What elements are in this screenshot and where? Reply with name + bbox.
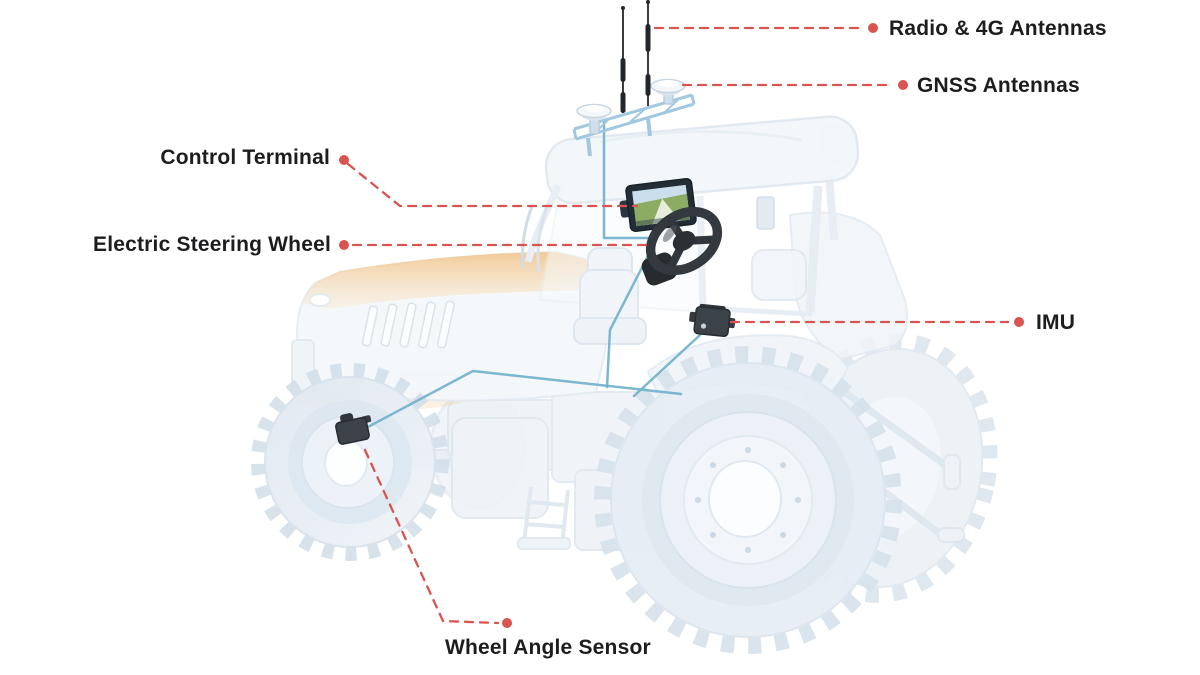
handrail-2 [536, 203, 550, 273]
rear-wheel [594, 346, 902, 654]
endpoint-dot [868, 23, 878, 33]
endpoint-dot [339, 240, 349, 250]
label-wheel-angle-sensor: Wheel Angle Sensor [445, 636, 651, 659]
leader-control-terminal [339, 155, 639, 208]
leader-imu [729, 317, 1024, 327]
endpoint-dot [339, 155, 349, 165]
electric-steering-wheel-part [641, 206, 723, 286]
imu-sensor [689, 303, 736, 338]
label-gnss-antennas: GNSS Antennas [917, 74, 1080, 97]
passenger-seat [751, 249, 807, 301]
leader-radio-4g [653, 23, 878, 33]
label-control-terminal: Control Terminal [160, 146, 330, 169]
handrail [520, 205, 534, 269]
radio-antenna-left [620, 6, 626, 113]
rear-pillar [805, 185, 823, 313]
gnss-antenna-right [650, 78, 686, 105]
label-electric-steering-wheel: Electric Steering Wheel [92, 233, 331, 256]
hood [291, 251, 613, 402]
leader-lines [339, 23, 1024, 628]
hood-orange-tint [303, 252, 608, 309]
leader-steering-wheel [339, 240, 653, 250]
wheel-angle-sensor-part [335, 413, 372, 445]
cab-ladder [517, 486, 571, 550]
label-imu: IMU [1036, 311, 1076, 334]
gnss-antenna-left [576, 103, 612, 135]
leader-gnss [681, 80, 908, 90]
radio-antenna-right [645, 0, 651, 106]
pillar-panel [756, 196, 775, 230]
system-cables [364, 120, 702, 430]
leader-wheel-angle-sensor [363, 448, 512, 628]
hood-vents [361, 300, 455, 349]
endpoint-dot [1014, 317, 1024, 327]
label-radio-4g-antennas: Radio & 4G Antennas [889, 17, 1107, 40]
hub-bolts [695, 447, 801, 553]
endpoint-dot [502, 618, 512, 628]
front-wheel [251, 363, 449, 561]
endpoint-dot [898, 80, 908, 90]
